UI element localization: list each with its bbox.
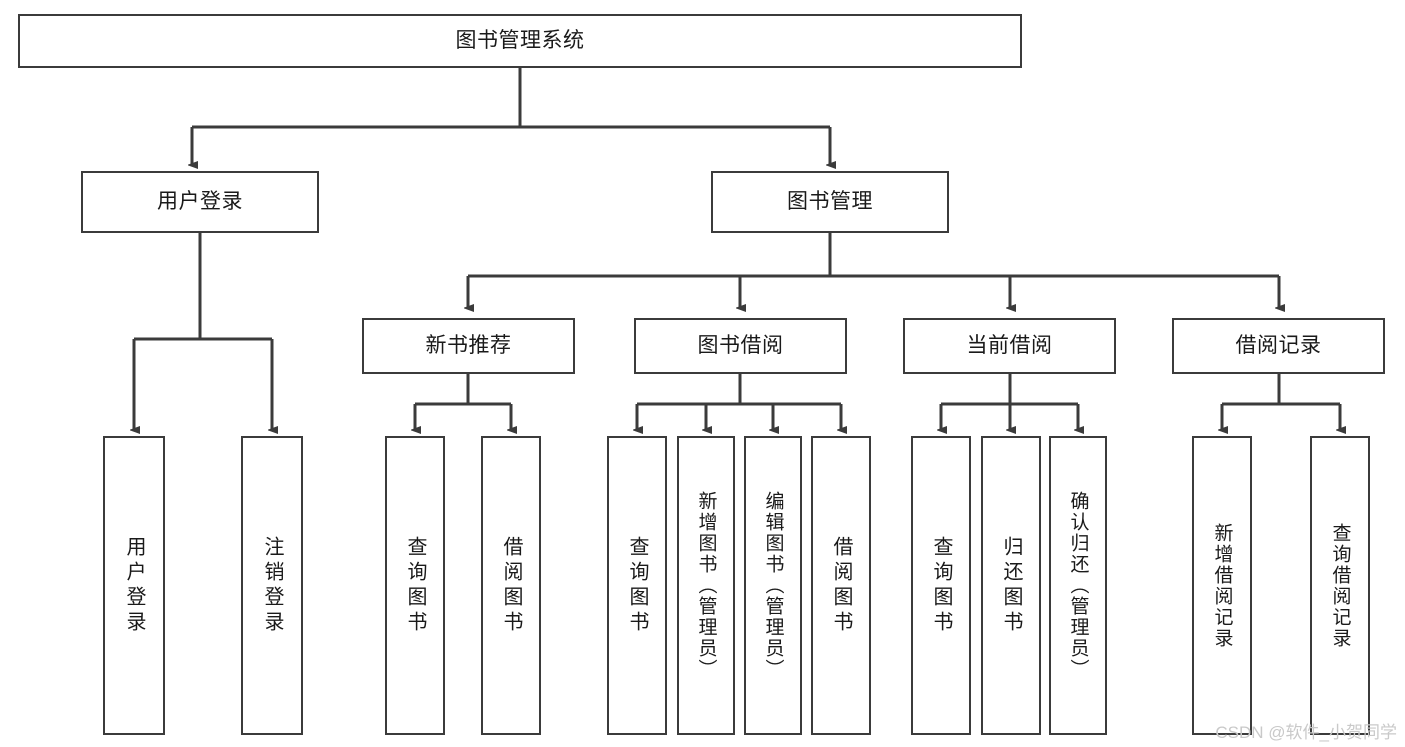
node-leaf-query-book-1[interactable]: 查询图书 [385,436,445,735]
node-leaf-confirm-return[interactable]: 确认归还（管理员） [1049,436,1107,735]
node-leaf-edit-book[interactable]: 编辑图书（管理员） [744,436,802,735]
node-leaf-add-book-label: 新增图书（管理员） [695,491,717,680]
node-leaf-add-book[interactable]: 新增图书（管理员） [677,436,735,735]
node-leaf-query-book-2[interactable]: 查询图书 [607,436,667,735]
node-leaf-query-book-3[interactable]: 查询图书 [911,436,971,735]
node-book-borrow-label: 图书借阅 [697,333,784,357]
node-leaf-logout[interactable]: 注销登录 [241,436,303,735]
node-leaf-borrow-book-2[interactable]: 借阅图书 [811,436,871,735]
node-current-borrow[interactable]: 当前借阅 [903,318,1116,374]
node-root[interactable]: 图书管理系统 [18,14,1022,68]
node-root-label: 图书管理系统 [455,28,585,52]
node-book-borrow[interactable]: 图书借阅 [634,318,847,374]
node-leaf-add-record[interactable]: 新增借阅记录 [1192,436,1252,735]
node-leaf-edit-book-label: 编辑图书（管理员） [762,491,784,680]
node-leaf-borrow-book-1[interactable]: 借阅图书 [481,436,541,735]
node-leaf-query-record-label: 查询借阅记录 [1329,522,1351,649]
node-leaf-user-login-label: 用户登录 [123,535,145,636]
node-user-login[interactable]: 用户登录 [81,171,319,233]
node-borrow-record-label: 借阅记录 [1235,333,1322,357]
node-leaf-query-record[interactable]: 查询借阅记录 [1310,436,1370,735]
node-new-book-recommend-label: 新书推荐 [425,333,512,357]
node-leaf-borrow-book-2-label: 借阅图书 [830,535,852,636]
node-leaf-user-login[interactable]: 用户登录 [103,436,165,735]
node-leaf-query-book-1-label: 查询图书 [404,535,426,636]
node-new-book-recommend[interactable]: 新书推荐 [362,318,575,374]
node-leaf-query-book-3-label: 查询图书 [930,535,952,636]
node-book-manage[interactable]: 图书管理 [711,171,949,233]
node-borrow-record[interactable]: 借阅记录 [1172,318,1385,374]
node-leaf-query-book-2-label: 查询图书 [626,535,648,636]
node-book-manage-label: 图书管理 [787,189,873,213]
node-current-borrow-label: 当前借阅 [966,333,1053,357]
watermark-text: CSDN @软件_小贺同学 [1215,723,1397,742]
node-leaf-logout-label: 注销登录 [261,535,283,636]
node-leaf-confirm-return-label: 确认归还（管理员） [1067,491,1089,680]
node-leaf-borrow-book-1-label: 借阅图书 [500,535,522,636]
node-leaf-add-record-label: 新增借阅记录 [1211,522,1233,649]
node-user-login-label: 用户登录 [157,189,243,213]
node-leaf-return-book[interactable]: 归还图书 [981,436,1041,735]
node-leaf-return-book-label: 归还图书 [1000,535,1022,636]
